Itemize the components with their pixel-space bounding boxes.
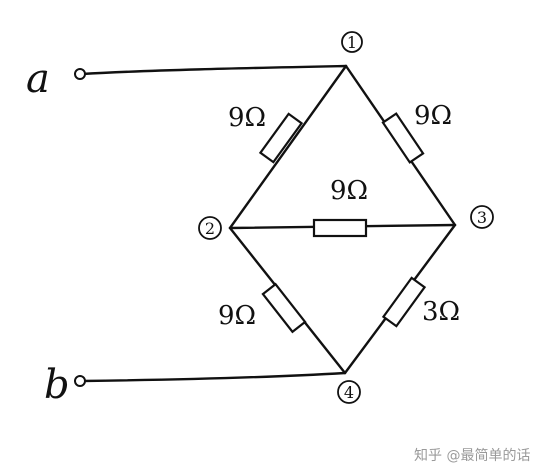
resistor-3-4-label: 3Ω: [422, 297, 460, 327]
wire-node1-node2: [228, 64, 348, 230]
wire-a-to-node-1: [80, 64, 348, 76]
node-4-label: 4: [344, 383, 354, 402]
resistor-2-4-label: 9Ω: [218, 301, 256, 331]
terminal-a-circle: [74, 68, 86, 80]
wire-b-to-node-4: [80, 371, 347, 383]
terminal-a-label: a: [26, 56, 50, 102]
node-1-label: 1: [347, 33, 357, 52]
terminal-b-circle: [74, 375, 86, 387]
node-3-label: 3: [477, 208, 487, 227]
node-2-label: 2: [205, 219, 215, 238]
resistor-2-4: [261, 282, 307, 334]
resistor-1-3-label: 9Ω: [414, 101, 452, 131]
resistor-2-3-label: 9Ω: [330, 176, 368, 206]
resistor-1-2-label: 9Ω: [228, 103, 266, 133]
node-3-marker: [470, 205, 494, 229]
watermark-text: 知乎 @最简单的话: [414, 447, 530, 464]
node-4-marker: [337, 380, 361, 404]
resistor-2-3: [312, 218, 368, 238]
resistor-1-2: [258, 112, 304, 164]
node-2-marker: [198, 216, 222, 240]
terminal-b-label: b: [44, 362, 70, 408]
resistor-3-4: [381, 276, 427, 328]
resistor-1-3: [381, 112, 425, 164]
node-1-marker: [341, 31, 363, 53]
